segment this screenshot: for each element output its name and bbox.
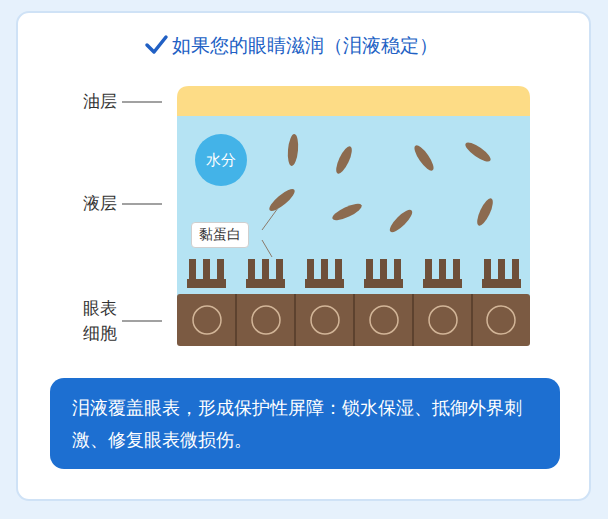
- node-text: 黏蛋白: [199, 225, 241, 245]
- node-text: 泪液覆盖眼表，形成保护性屏障：锁水保湿、抵御外界刺激、修复眼表微损伤。: [72, 392, 538, 455]
- layer-label: 液层: [83, 191, 117, 216]
- card: [17, 12, 590, 500]
- diagram-title: 如果您的眼睛滋润（泪液稳定）: [172, 32, 438, 60]
- oil-layer: [177, 86, 530, 116]
- check-icon: [147, 37, 166, 52]
- mucin-tag: 黏蛋白: [191, 222, 249, 248]
- layer-label: 油层: [83, 89, 117, 114]
- membrane-mucins: [187, 259, 521, 288]
- mucin-particles: [267, 134, 496, 236]
- mucin-leaders: [262, 208, 278, 257]
- water-circle: 水分: [195, 134, 247, 186]
- cell-borders: [236, 294, 472, 346]
- cell-nuclei: [193, 306, 515, 334]
- epithelial-cells: [177, 294, 530, 346]
- summary-box: 泪液覆盖眼表，形成保护性屏障：锁水保湿、抵御外界刺激、修复眼表微损伤。: [50, 378, 560, 469]
- liquid-layer: [177, 112, 530, 298]
- layer-label: 眼表 细胞: [80, 296, 117, 345]
- leader-lines: [122, 102, 162, 321]
- node-text: 水分: [206, 151, 236, 170]
